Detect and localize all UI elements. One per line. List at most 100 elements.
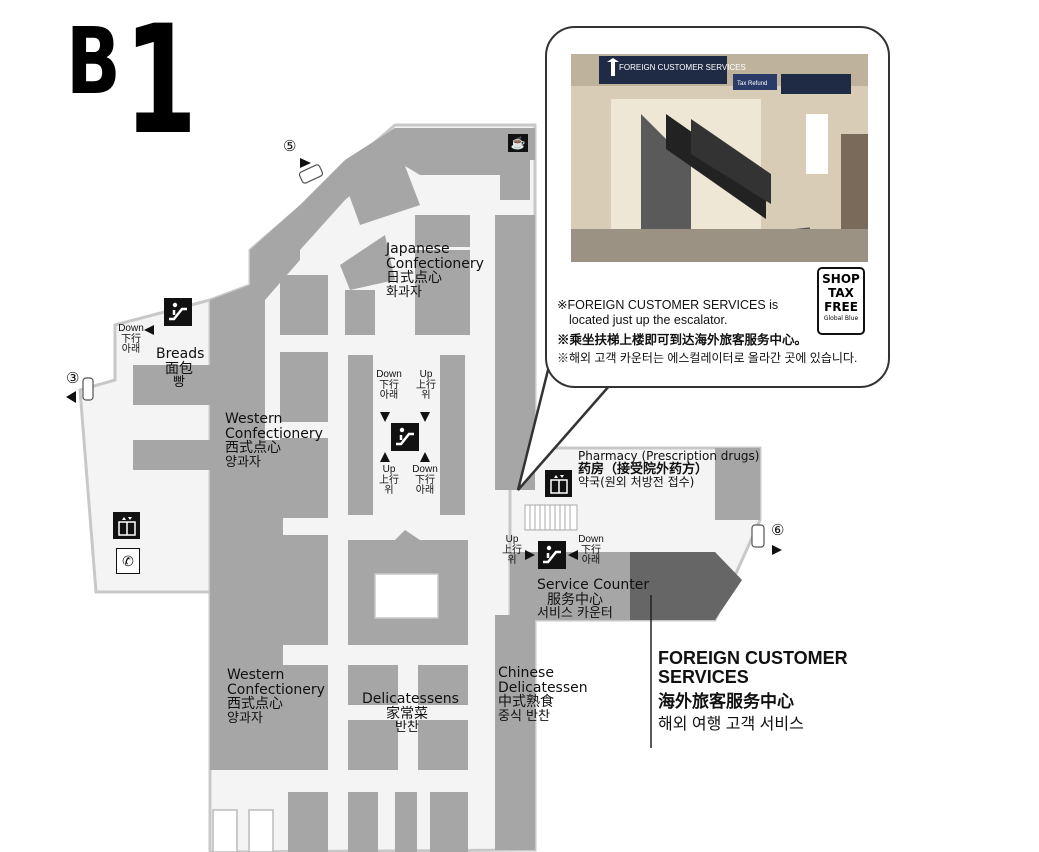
dir-down-en: Down bbox=[118, 323, 144, 334]
direction-arrows bbox=[144, 325, 578, 560]
foreign-services-block bbox=[630, 552, 742, 620]
dir-down-zh: 下行 bbox=[121, 333, 141, 345]
area-ko: 약국(원외 처방전 접수) bbox=[578, 475, 695, 490]
area-en: Confectionery bbox=[386, 255, 484, 272]
entrance-6: ⑥ bbox=[771, 522, 785, 539]
bottom-door-right bbox=[248, 809, 274, 852]
dir-up-ko: 위 bbox=[507, 555, 517, 566]
callout-note-en-1: ※FOREIGN CUSTOMER SERVICES is bbox=[557, 298, 779, 312]
area-ko: 빵 bbox=[173, 375, 185, 391]
area-zh: 药房（接受院外药方） bbox=[578, 461, 709, 477]
escalator-icon bbox=[538, 541, 566, 569]
photo-sign-arrow bbox=[607, 58, 619, 76]
dir-up-en: Up bbox=[382, 464, 396, 475]
area-en: Delicatessen bbox=[498, 679, 588, 696]
callout-note-zh: ※乘坐扶梯上楼即可到达海外旅客服务中心。 bbox=[557, 333, 808, 347]
photo-sign-foreign: FOREIGN CUSTOMER SERVICES bbox=[619, 63, 746, 72]
area-en: Confectionery bbox=[227, 681, 325, 698]
area-ko: 서비스 카운터 bbox=[537, 606, 613, 622]
area-en: Western bbox=[225, 411, 283, 427]
elevator-icon bbox=[113, 512, 140, 539]
dir-down-zh: 下行 bbox=[415, 474, 435, 486]
callout-note-en-2: located just up the escalator. bbox=[569, 313, 728, 327]
dir-down-zh: 下行 bbox=[581, 544, 601, 556]
shop-tax-free-badge: SHOP TAX FREE Global Blue bbox=[817, 267, 865, 335]
dir-down-en: Down bbox=[578, 534, 604, 545]
area-zh: 面包 bbox=[165, 360, 193, 377]
dir-up-zh: 上行 bbox=[379, 474, 399, 486]
dir-down-en: Down bbox=[412, 464, 438, 475]
area-ko: 양과자 bbox=[225, 455, 261, 471]
area-ko: 해외 여행 고객 서비스 bbox=[658, 715, 804, 733]
area-zh: 家常菜 bbox=[386, 705, 428, 722]
bottom-door-left bbox=[212, 809, 238, 852]
escalator-photo: FOREIGN CUSTOMER SERVICES Tax Refund bbox=[571, 54, 868, 262]
dir-up-ko: 위 bbox=[421, 390, 431, 401]
entrance-doors bbox=[82, 164, 765, 548]
area-ko: 화과자 bbox=[386, 285, 422, 301]
area-zh: 海外旅客服务中心 bbox=[658, 691, 794, 711]
area-en: Breads bbox=[156, 346, 205, 362]
area-foreign-customer-services: FOREIGN CUSTOMER SERVICES 海外旅客服务中心 해외 여행… bbox=[658, 649, 848, 733]
dir-down-en: Down bbox=[376, 369, 402, 380]
area-japanese-confectionery: Japanese Confectionery 日式点心 화과자 bbox=[386, 242, 484, 300]
dir-up-en: Up bbox=[505, 534, 519, 545]
area-en: Western bbox=[227, 667, 285, 683]
badge-line1: SHOP bbox=[822, 272, 860, 286]
area-service-counter: Service Counter 服务中心 서비스 카운터 bbox=[537, 578, 649, 621]
area-en: Service Counter bbox=[537, 577, 650, 593]
dir-down-ko: 아래 bbox=[415, 485, 435, 496]
area-zh: 中式熟食 bbox=[498, 694, 554, 711]
dir-down-ko: 아래 bbox=[379, 390, 399, 401]
area-zh: 服务中心 bbox=[547, 591, 603, 608]
area-western-confectionery-top: Western Confectionery 西式点心 양과자 bbox=[225, 412, 323, 470]
dir-down-ko: 아래 bbox=[121, 344, 141, 355]
area-zh: 西式点心 bbox=[225, 440, 281, 457]
dir-up-zh: 上行 bbox=[502, 544, 522, 556]
area-ko: 중식 반찬 bbox=[498, 709, 550, 725]
badge-line2: TAX bbox=[828, 286, 854, 300]
area-en: Confectionery bbox=[225, 425, 323, 442]
dir-down-ko: 아래 bbox=[581, 555, 601, 566]
area-en: Japanese bbox=[386, 241, 450, 257]
area-western-confectionery-bottom: Western Confectionery 西式点心 양과자 bbox=[227, 668, 325, 726]
floor-title-1: 1 bbox=[124, 0, 198, 168]
badge-line3: FREE bbox=[824, 300, 858, 314]
area-zh: 日式点心 bbox=[386, 270, 442, 287]
entrance-5: ⑤ bbox=[283, 138, 297, 155]
dir-up-zh: 上行 bbox=[416, 379, 436, 391]
stairs bbox=[524, 504, 578, 531]
callout-note-ko: ※해외 고객 카운터는 에스컬레이터로 올라간 곳에 있습니다. bbox=[557, 351, 858, 365]
area-en: FOREIGN CUSTOMER bbox=[658, 648, 848, 668]
center-display bbox=[374, 573, 439, 619]
escalator-icon bbox=[164, 298, 192, 326]
escalator-icon bbox=[391, 423, 419, 451]
dir-down-zh: 下行 bbox=[379, 379, 399, 391]
floor-title-b: B bbox=[66, 8, 121, 115]
area-pharmacy: Pharmacy (Prescription drugs) 药房（接受院外药方）… bbox=[578, 450, 759, 489]
elevator-icon bbox=[545, 470, 572, 497]
area-en: Pharmacy (Prescription drugs) bbox=[578, 449, 760, 463]
area-chinese-delicatessen: Chinese Delicatessen 中式熟食 중식 반찬 bbox=[498, 666, 588, 724]
dir-up-en: Up bbox=[419, 369, 433, 380]
photo-sign-tax-refund: Tax Refund bbox=[737, 81, 767, 87]
area-delicatessens: Delicatessens 家常菜 반찬 bbox=[362, 692, 459, 736]
area-breads: Breads 面包 빵 bbox=[156, 346, 205, 391]
area-ko: 양과자 bbox=[227, 711, 263, 727]
area-zh: 西式点心 bbox=[227, 696, 283, 713]
area-en: Chinese bbox=[498, 665, 554, 681]
area-en: SERVICES bbox=[658, 666, 749, 687]
entrance-3: ③ bbox=[66, 370, 80, 387]
area-ko: 반찬 bbox=[395, 720, 419, 736]
dir-up-ko: 위 bbox=[384, 485, 394, 496]
phone-icon: ✆ bbox=[116, 548, 140, 574]
entrance-arrows bbox=[66, 158, 782, 555]
